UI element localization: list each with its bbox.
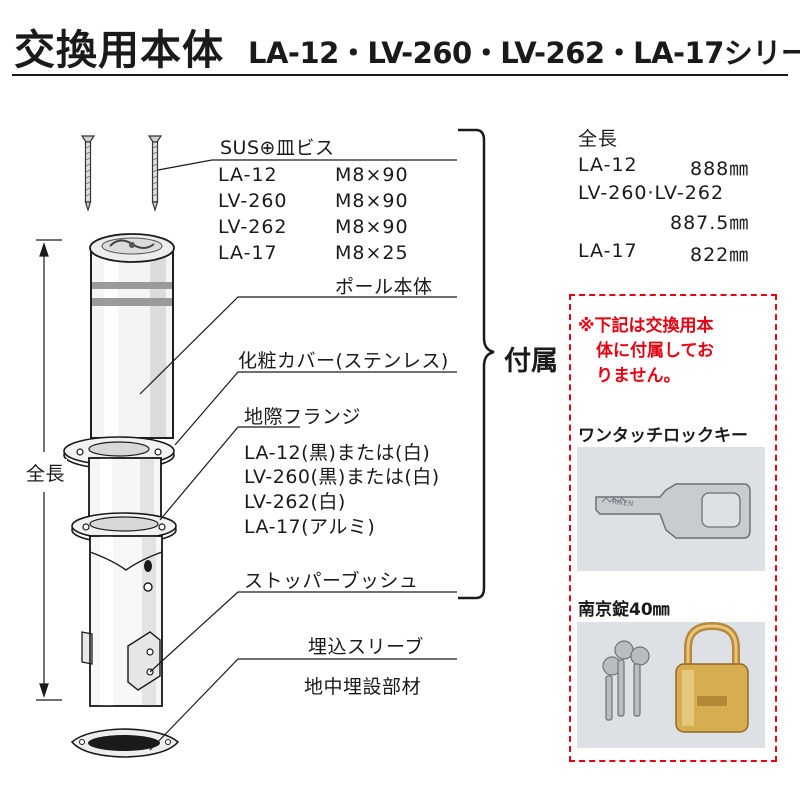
- length-label: 全長: [24, 459, 68, 486]
- not-included-box: [569, 294, 777, 762]
- cover-label: 化粧カバー(ステンレス): [238, 350, 449, 372]
- padlock-keys-icon: [602, 640, 650, 721]
- total-length-value-3: 822㎜: [690, 244, 750, 266]
- notice-line-2: りません。: [596, 366, 681, 386]
- padlock-icon: [675, 621, 749, 733]
- padlock-label: 南京錠40㎜: [578, 600, 670, 620]
- flange-row-1: LV-260(黒)または(白): [244, 466, 440, 488]
- attached-bracket: [458, 128, 495, 600]
- flange-row-0: LA-12(黒)または(白): [244, 442, 431, 464]
- cosmetic-cover: [88, 457, 162, 519]
- screw-size-2: M8×90: [335, 216, 409, 238]
- key-label: ワンタッチロックキー: [578, 426, 748, 446]
- stopper-label: ストッパーブッシュ: [244, 570, 419, 592]
- flange-row-3: LA-17(アルミ): [244, 516, 376, 538]
- flange-leader: [159, 426, 300, 521]
- screw-model-2: LV-262: [218, 216, 288, 238]
- screw-size-3: M8×25: [335, 242, 409, 264]
- pole-body-label: ポール本体: [335, 276, 433, 298]
- total-length-value-0: 888㎜: [690, 158, 750, 180]
- embed-sleeve: [81, 535, 163, 707]
- screw-right-icon: [147, 135, 163, 213]
- sleeve-leader: [149, 658, 457, 751]
- key-icon: [595, 483, 751, 539]
- pole-body-leader: [139, 296, 457, 395]
- page-title: 交換用本体: [14, 26, 224, 74]
- total-length-model-3: LA-17: [578, 240, 638, 262]
- underground-plate: [70, 728, 180, 758]
- total-length-model-1: LV-260·LV-262: [578, 182, 725, 204]
- notice-line-1: 体に付属してお: [596, 341, 714, 361]
- underground-label: 地中埋設部材: [304, 676, 422, 698]
- length-dimension: [36, 239, 62, 701]
- screw-size-1: M8×90: [335, 190, 409, 212]
- screw-model-3: LA-17: [218, 242, 278, 264]
- page-subtitle: LA-12・LV-260・LV-262・LA-17シリーズ: [248, 36, 800, 70]
- screw-left-icon: [80, 135, 96, 213]
- total-length-model-0: LA-12: [578, 154, 638, 176]
- pole-cap: [89, 233, 175, 263]
- total-length-value-2: 887.5㎜: [670, 212, 750, 234]
- attached-label: 付属: [504, 346, 558, 377]
- pole-body: [90, 249, 174, 439]
- cover-leader: [174, 371, 457, 446]
- sleeve-label: 埋込スリーブ: [308, 636, 424, 658]
- flange-row-2: LV-262(白): [244, 491, 346, 513]
- total-length-label: 全長: [578, 128, 619, 150]
- screw-leader-line: [157, 159, 457, 171]
- screw-size-0: M8×90: [335, 164, 409, 186]
- flange-label: 地際フランジ: [244, 406, 362, 428]
- notice-line-0: ※下記は交換用本: [578, 316, 714, 336]
- stopper-leader: [149, 591, 457, 673]
- screw-model-1: LV-260: [218, 190, 288, 212]
- screw-model-0: LA-12: [218, 164, 278, 186]
- screw-label: SUS⊕皿ビス: [220, 137, 335, 159]
- notice-text: ※下記は交換用本 体に付属してお りません。: [578, 314, 714, 389]
